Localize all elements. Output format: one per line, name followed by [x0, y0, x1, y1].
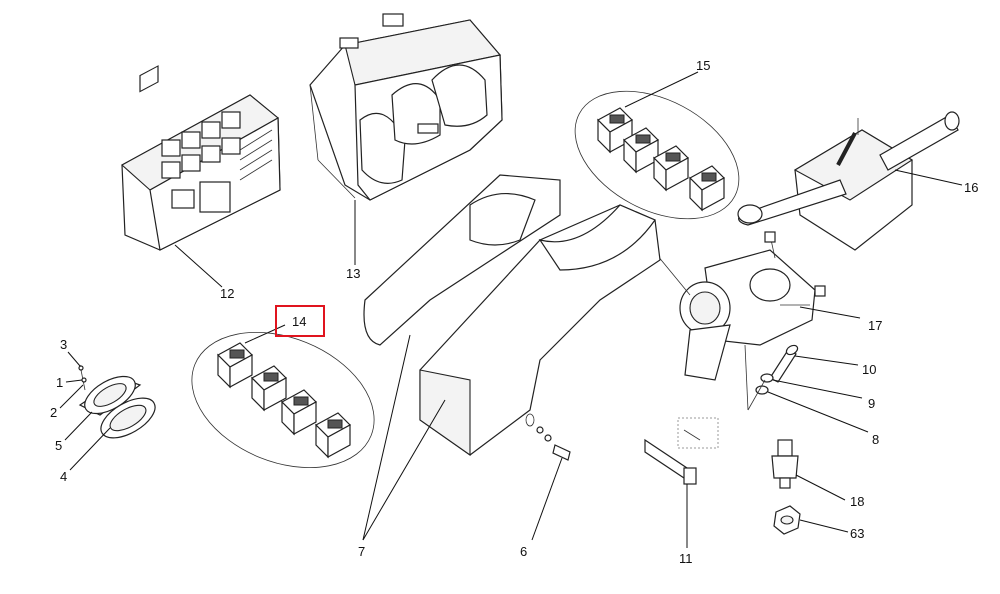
callout-17: 17: [868, 318, 882, 333]
screw-6[interactable]: [536, 426, 571, 461]
bolt-10[interactable]: [769, 344, 799, 383]
rocker-switch[interactable]: [623, 127, 659, 174]
callout-16: 16: [964, 180, 978, 195]
rocker-switch[interactable]: [281, 389, 317, 436]
instrument-cluster[interactable]: [309, 13, 503, 201]
rocker-switch[interactable]: [217, 342, 253, 389]
washer-9[interactable]: [760, 373, 774, 383]
callout-63: 63: [850, 526, 864, 541]
rocker-switch[interactable]: [689, 165, 725, 212]
ignition-lock-assembly[interactable]: [679, 231, 826, 381]
callout-8: 8: [872, 432, 879, 447]
callout-6: 6: [520, 544, 527, 559]
callout-13: 13: [346, 266, 360, 281]
switch-group-ellipse-15[interactable]: [553, 65, 760, 245]
bezel-gasket-parts[interactable]: [78, 364, 162, 446]
callout-11: 11: [679, 551, 693, 566]
rocker-switch[interactable]: [653, 145, 689, 192]
callout-5: 5: [55, 438, 62, 453]
callout-1: 1: [56, 375, 63, 390]
callout-4: 4: [60, 469, 67, 484]
switch-group-ellipse-14[interactable]: [172, 307, 395, 493]
callout-2: 2: [50, 405, 57, 420]
callout-10: 10: [862, 362, 876, 377]
rocker-switch[interactable]: [251, 365, 287, 412]
callout-18: 18: [850, 494, 864, 509]
callout-3: 3: [60, 337, 67, 352]
nut-63[interactable]: [773, 505, 801, 535]
highlight-box: [275, 305, 325, 337]
sensor-18[interactable]: [771, 439, 799, 489]
fuse-relay-box[interactable]: [121, 65, 281, 251]
rocker-switch[interactable]: [597, 107, 633, 154]
column-shroud[interactable]: [363, 174, 661, 457]
callout-14: 14: [292, 314, 306, 329]
callout-7: 7: [358, 544, 365, 559]
rocker-switch[interactable]: [315, 412, 351, 459]
combination-stalk-switch[interactable]: [737, 111, 960, 251]
mounting-bracket[interactable]: [644, 417, 719, 485]
callout-12: 12: [220, 286, 234, 301]
callout-9: 9: [868, 396, 875, 411]
callout-15: 15: [696, 58, 710, 73]
